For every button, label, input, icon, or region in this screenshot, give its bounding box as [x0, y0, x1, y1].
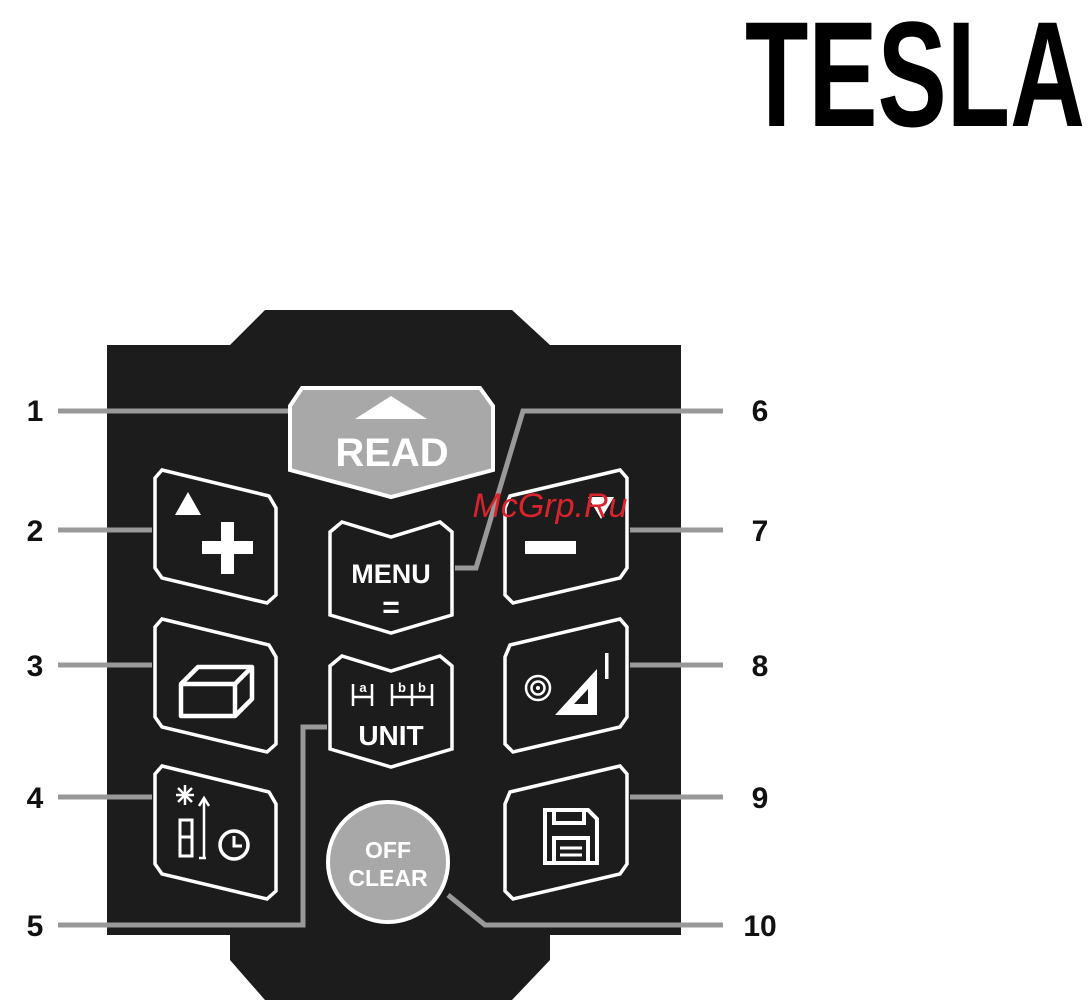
callout-6: 6 — [752, 395, 769, 428]
unit-button[interactable]: a b b UNIT — [330, 656, 452, 767]
read-button-label: READ — [335, 431, 448, 475]
segment-label-b2: b — [418, 680, 426, 695]
tesla-logo: TESLA — [745, 0, 1085, 158]
unit-button-label: UNIT — [358, 720, 423, 751]
equals-icon: = — [382, 591, 400, 624]
clear-label: CLEAR — [348, 865, 428, 891]
callout-7: 7 — [752, 515, 769, 548]
menu-button-label: MENU — [351, 559, 431, 589]
segment-label-b: b — [398, 680, 406, 695]
off-clear-button[interactable]: OFF CLEAR — [328, 802, 448, 922]
watermark: McGrp.Ru — [473, 487, 628, 525]
segment-label-a: a — [359, 680, 367, 695]
off-label: OFF — [365, 837, 411, 863]
callout-10: 10 — [743, 910, 776, 943]
callout-5: 5 — [27, 910, 44, 943]
callout-4: 4 — [27, 782, 44, 815]
callout-9: 9 — [752, 782, 769, 815]
callout-3: 3 — [27, 650, 44, 683]
callout-2: 2 — [27, 515, 44, 548]
callout-1: 1 — [27, 395, 44, 428]
minus-icon — [525, 541, 576, 554]
callout-8: 8 — [752, 650, 769, 683]
menu-button[interactable]: MENU = — [330, 522, 452, 633]
